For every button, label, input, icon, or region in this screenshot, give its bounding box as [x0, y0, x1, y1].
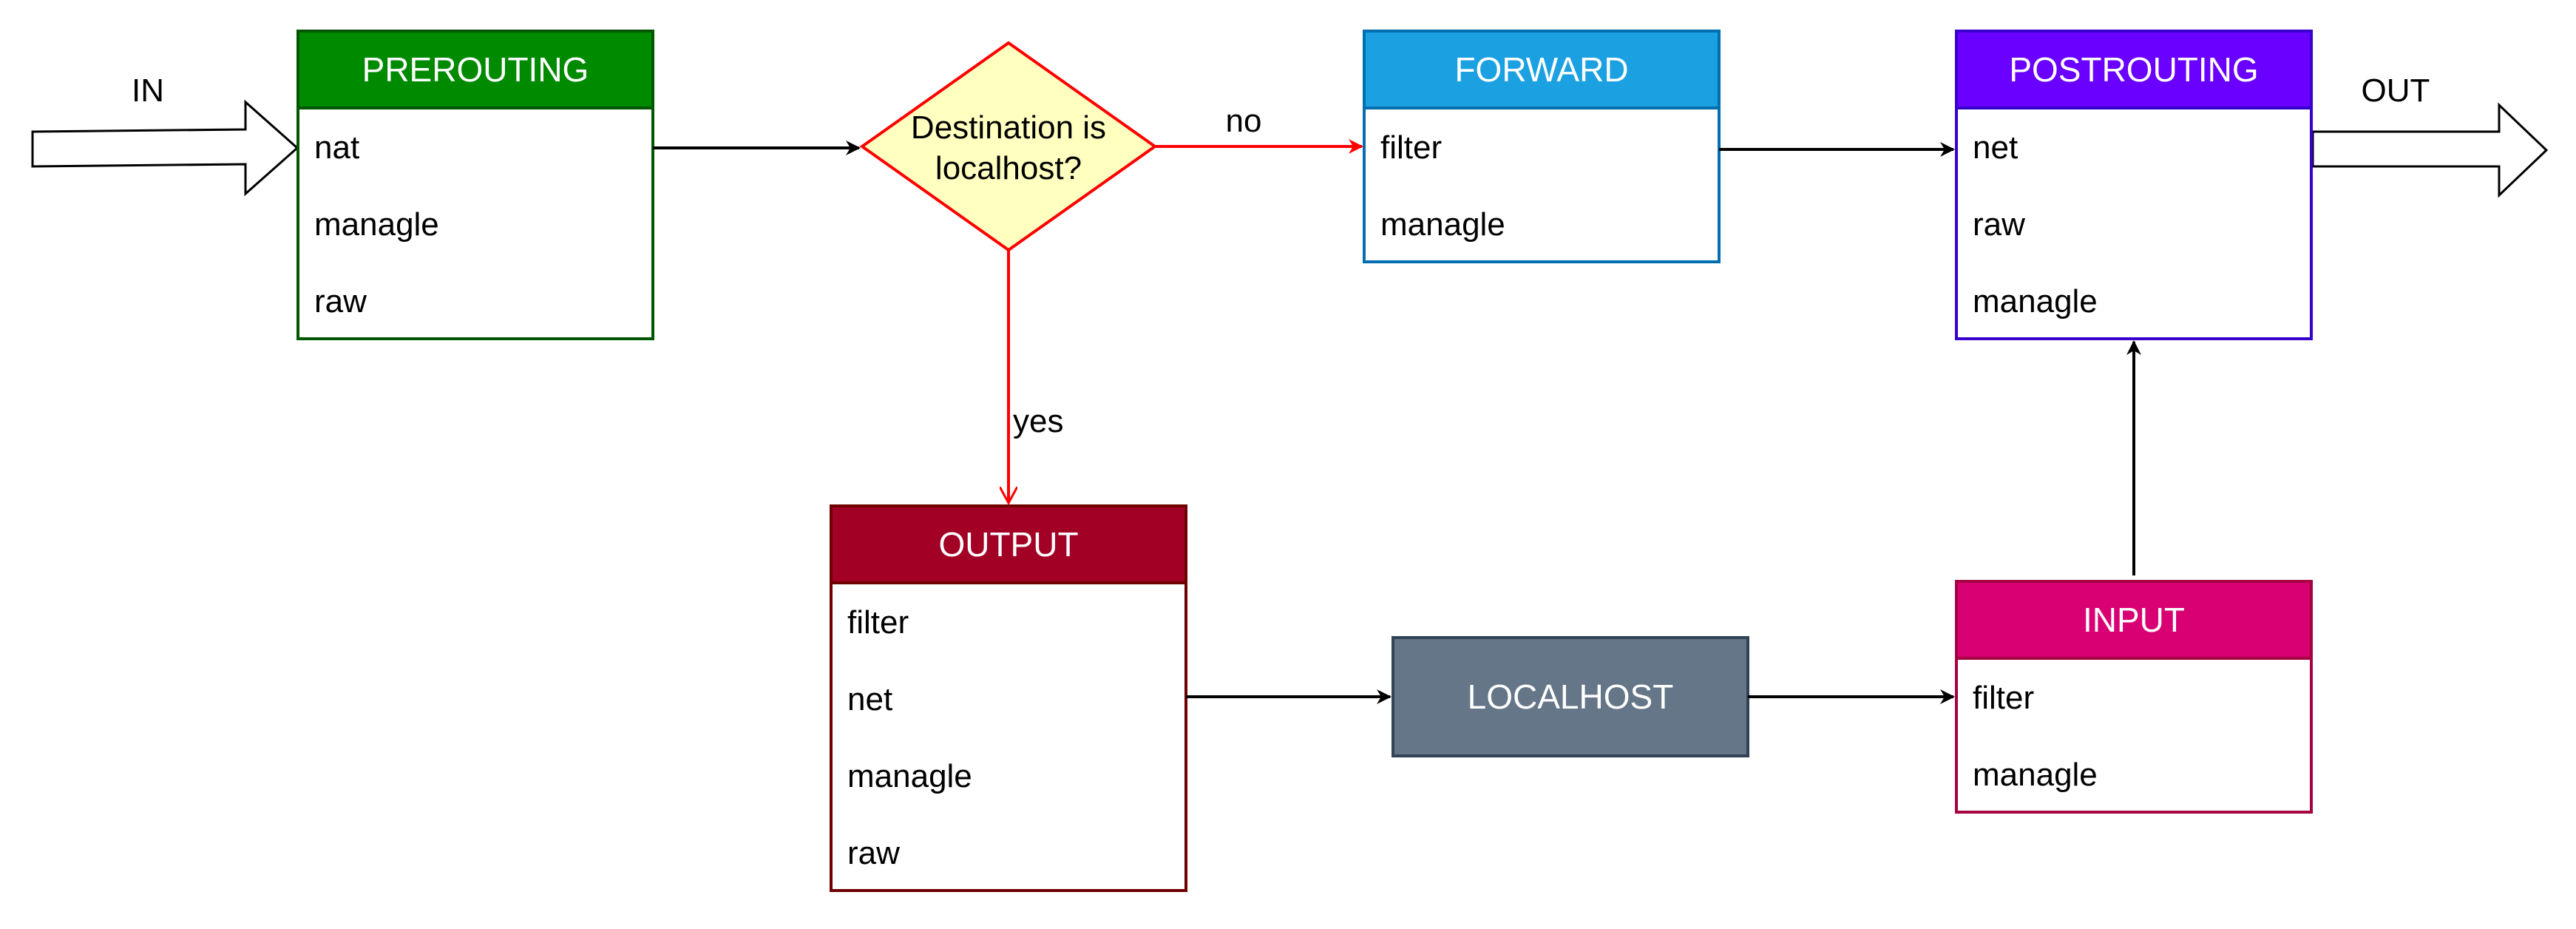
- chain-postrouting-header: [1955, 30, 2313, 109]
- chain-output-table: filter: [847, 604, 909, 641]
- out-label: OUT: [2362, 72, 2430, 109]
- chain-output: OUTPUT filter net managle raw: [830, 504, 1187, 892]
- chain-input-header: [1955, 580, 2313, 660]
- chain-forward-header: [1363, 30, 1721, 109]
- chain-postrouting-title: POSTROUTING: [2009, 50, 2258, 89]
- chain-postrouting-table: managle: [1973, 283, 2098, 320]
- chain-forward-table: filter: [1380, 129, 1442, 166]
- localhost-label: LOCALHOST: [1468, 678, 1674, 716]
- chain-input-table: filter: [1973, 680, 2034, 716]
- decision-text-line2: localhost?: [935, 150, 1082, 186]
- chain-forward-title: FORWARD: [1454, 50, 1628, 89]
- decision-diamond: [859, 41, 1158, 252]
- chain-prerouting-header: [296, 30, 654, 109]
- chain-input-table: managle: [1973, 757, 2098, 793]
- chain-output-title: OUTPUT: [938, 525, 1078, 564]
- chain-output-header: [830, 504, 1187, 584]
- decision-destination-localhost: Destination is localhost?: [859, 41, 1158, 252]
- chain-postrouting-table: net: [1973, 129, 2018, 166]
- chain-output-table: managle: [847, 758, 972, 794]
- no-label: no: [1226, 103, 1262, 139]
- chain-forward-table: managle: [1380, 206, 1505, 243]
- out-block-arrow: [2311, 102, 2549, 198]
- chain-prerouting: PREROUTING nat managle raw: [296, 30, 654, 340]
- in-block-arrow: [31, 99, 299, 197]
- chain-prerouting-table: raw: [314, 283, 367, 320]
- chain-postrouting-table: raw: [1973, 206, 2025, 243]
- decision-text-line1: Destination is: [911, 109, 1106, 146]
- chain-prerouting-title: PREROUTING: [362, 50, 589, 89]
- in-label: IN: [132, 72, 164, 109]
- chain-input-title: INPUT: [2083, 601, 2185, 639]
- localhost-node: LOCALHOST: [1392, 636, 1749, 757]
- chain-postrouting: POSTROUTING net raw managle: [1955, 30, 2313, 340]
- yes-label: yes: [1013, 403, 1063, 439]
- chain-input: INPUT filter managle: [1955, 580, 2313, 814]
- chain-output-table: raw: [847, 835, 900, 871]
- chain-prerouting-table: nat: [314, 129, 359, 166]
- chain-output-table: net: [847, 681, 892, 717]
- chain-forward: FORWARD filter managle: [1363, 30, 1721, 263]
- chain-prerouting-table: managle: [314, 206, 439, 243]
